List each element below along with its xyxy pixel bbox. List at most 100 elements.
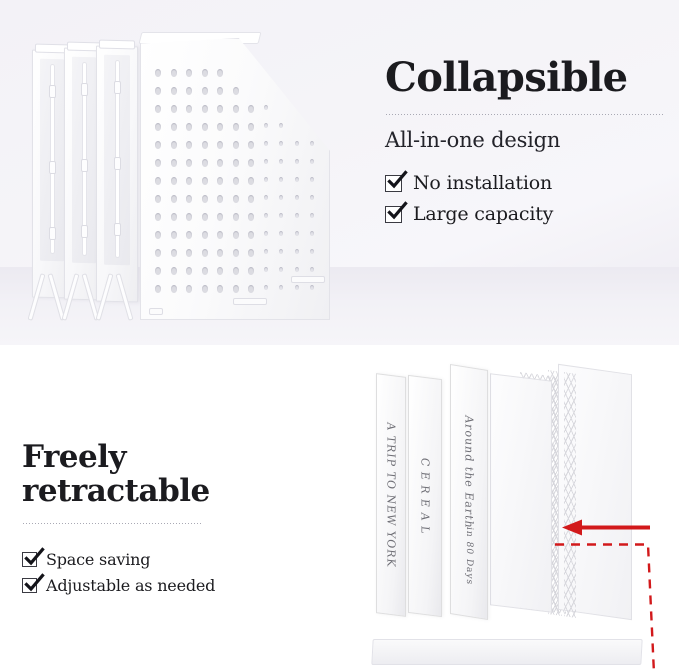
perforation-hole <box>170 213 177 221</box>
perforation-hole <box>186 285 192 293</box>
perforation-hole <box>294 195 299 200</box>
perforation-hole <box>232 249 239 257</box>
perforation-hole <box>201 177 208 185</box>
perforation-hole <box>217 249 223 257</box>
book-spine: C E R E A L <box>408 374 442 618</box>
perforation-hole <box>248 159 254 167</box>
perforation-hole <box>155 231 161 239</box>
perforation-hole <box>248 177 254 185</box>
perforation-hole <box>248 123 254 131</box>
perforation-hole <box>170 141 177 149</box>
book-spine: Around the Earth in 80 Days <box>450 363 488 621</box>
perforation-hole <box>217 105 223 113</box>
perforation-hole <box>279 213 283 218</box>
top-feature-list: No installation Large capacity <box>385 169 665 226</box>
perforation-hole <box>279 249 283 254</box>
perforation-hole <box>310 159 314 164</box>
title-divider <box>385 114 665 116</box>
perforation-hole <box>217 231 223 239</box>
perforation-hole <box>310 195 314 200</box>
perforation-hole <box>170 285 177 293</box>
feature-item: Adjustable as needed <box>22 573 322 595</box>
perforation-hole <box>201 123 208 131</box>
perforation-hole <box>232 87 239 95</box>
feature-item: Large capacity <box>385 200 665 226</box>
perforation-hole <box>310 267 314 272</box>
perforation-hole <box>294 231 299 236</box>
title-divider <box>22 523 202 525</box>
perforation-hole <box>232 105 239 113</box>
perforation-hole <box>201 105 208 113</box>
perforation-hole <box>310 141 314 146</box>
organizer-divider-3 <box>96 39 138 303</box>
perforation-hole <box>170 105 177 113</box>
perforation-hole <box>232 267 239 275</box>
perforation-hole <box>248 285 254 293</box>
perforation-hole <box>294 285 299 290</box>
divider-clip <box>80 158 88 173</box>
perforation-hole <box>232 177 239 185</box>
divider-clip <box>48 84 56 99</box>
perforation-hole <box>263 123 268 128</box>
perforation-hole <box>186 249 192 257</box>
collapsed-organizer-photo <box>22 32 332 321</box>
perforation-hole <box>279 285 283 290</box>
perforation-hole <box>186 177 192 185</box>
perforation-hole <box>155 195 161 203</box>
perforation-hole <box>232 123 239 131</box>
perforation-hole <box>201 231 208 239</box>
perforation-hole <box>170 159 177 167</box>
perforation-hole <box>170 231 177 239</box>
book-title: A TRIP TO NEW YORK <box>384 421 398 569</box>
feature-label: Large capacity <box>413 203 554 226</box>
perforation-hole <box>186 195 192 203</box>
perforation-hole <box>170 249 177 257</box>
perforation-hole <box>294 141 299 146</box>
perforation-hole <box>294 267 299 272</box>
perforation-hole <box>217 159 223 167</box>
perforation-hole <box>248 141 254 149</box>
perforation-hole <box>263 213 268 218</box>
divider-clip <box>48 160 56 175</box>
divider-clip <box>113 80 121 95</box>
bottom-feature-list: Space saving Adjustable as needed <box>22 547 322 595</box>
perforation-hole <box>263 105 268 110</box>
perforation-hole <box>310 285 314 290</box>
perforation-hole <box>217 285 223 293</box>
perforation-hole <box>217 177 223 185</box>
book-spine: A TRIP TO NEW YORK <box>376 373 406 617</box>
perforation-hole <box>186 105 192 113</box>
checkbox-checked-icon <box>385 169 408 192</box>
perforation-hole <box>155 87 161 95</box>
perforation-hole <box>170 267 177 275</box>
top-text-block: Collapsible All-in-one design No install… <box>385 56 665 234</box>
bottom-text-block: Freely retractable Space saving Adjustab… <box>22 440 322 602</box>
checkbox-checked-icon <box>22 573 45 594</box>
divider-cap <box>99 39 135 50</box>
divider-clip <box>48 226 56 241</box>
perforation-hole <box>217 213 223 221</box>
perforation-hole <box>217 141 223 149</box>
perforation-hole <box>155 213 161 221</box>
perforation-hole <box>279 195 283 200</box>
section-title: Freely retractable <box>22 439 210 510</box>
perforation-hole <box>232 231 239 239</box>
perforation-hole <box>201 87 208 95</box>
perforation-hole <box>186 267 192 275</box>
perforation-hole <box>232 285 239 293</box>
divider-clip <box>113 222 121 237</box>
perforation-hole <box>248 231 254 239</box>
perforation-hole <box>170 195 177 203</box>
perforation-hole <box>294 177 299 182</box>
leg <box>115 273 134 321</box>
perforation-hole <box>155 159 161 167</box>
perforation-hole <box>263 267 268 272</box>
perforated-front-panel <box>140 38 330 320</box>
perforation-hole <box>186 231 192 239</box>
organizer-base <box>371 639 643 665</box>
retractable-organizer-photo: A TRIP TO NEW YORK C E R E A L Around th… <box>371 353 672 665</box>
feature-label: Space saving <box>46 550 151 570</box>
perforation-hole <box>155 69 161 77</box>
divider-clip <box>80 224 88 239</box>
perforation-hole <box>232 213 239 221</box>
